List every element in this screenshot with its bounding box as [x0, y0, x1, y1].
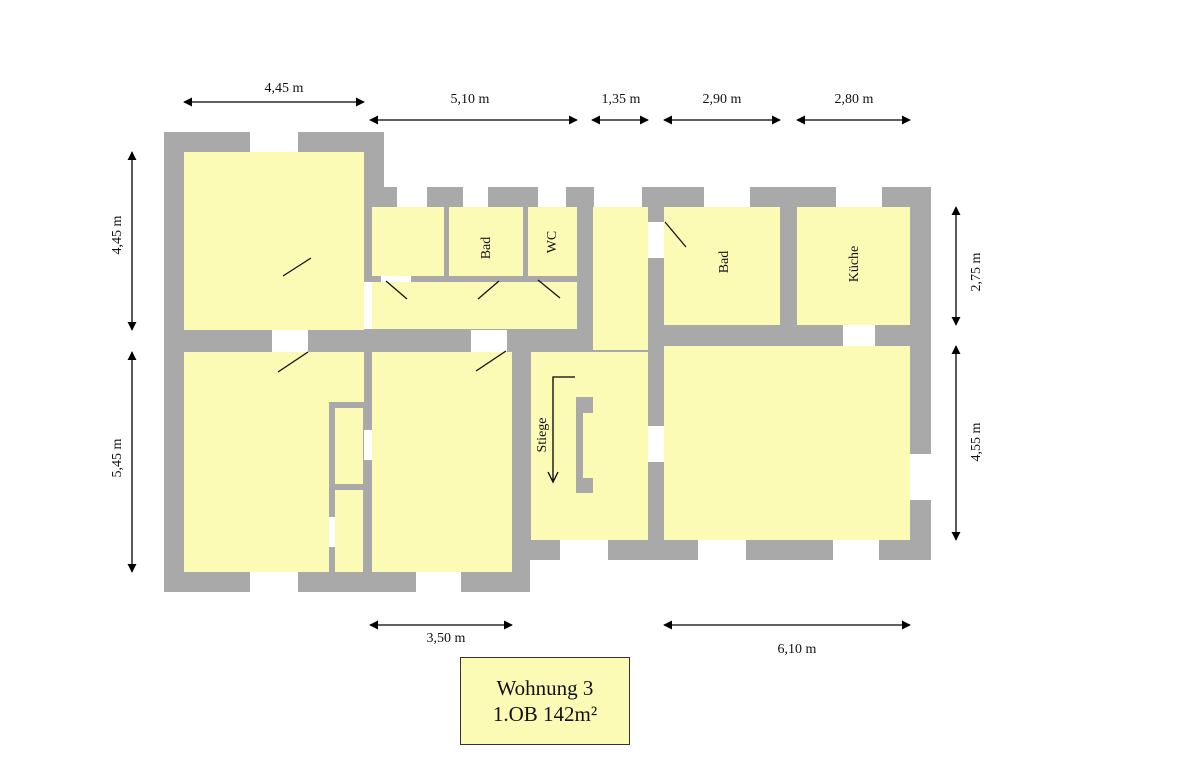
- door-opening-1: [272, 330, 308, 352]
- door-opening-4: [381, 276, 411, 282]
- apartment-info-box: Wohnung 3 1.OB 142m²: [460, 657, 630, 745]
- hall-left: [274, 282, 364, 329]
- hall-center: [372, 282, 577, 329]
- door-swing-3: [475, 350, 507, 372]
- stair-wall-inner: [583, 413, 593, 478]
- apartment-floor-area: 1.OB 142m²: [492, 702, 598, 726]
- stair-arrow-line: [552, 376, 575, 480]
- stair-arrow-head: [547, 471, 559, 484]
- dim-top-3: 1,35 m: [602, 92, 641, 107]
- room-living: [664, 346, 910, 540]
- window-top-2: [397, 187, 427, 207]
- door-opening-7: [843, 325, 875, 346]
- window-top-5: [594, 187, 642, 207]
- label-wc: WC: [545, 231, 560, 254]
- stair-arrow: [547, 376, 575, 484]
- room-bad-2: [664, 207, 780, 325]
- door-opening-6: [648, 426, 664, 462]
- storage-room: [372, 207, 444, 276]
- dim-left-1: 4,45 m: [110, 215, 125, 254]
- window-bottom-5: [833, 540, 879, 560]
- label-kueche: Küche: [847, 246, 862, 283]
- dim-top-4: 2,90 m: [703, 92, 742, 107]
- room-bottom-left-niche: [329, 352, 364, 402]
- dim-top-2: 5,10 m: [451, 92, 490, 107]
- door-swing-4: [385, 280, 408, 300]
- window-top-6: [704, 187, 750, 207]
- room-labels: Bad WC Bad Küche Stiege: [479, 231, 862, 453]
- dimension-lines: [127, 97, 961, 630]
- window-top-7: [836, 187, 882, 207]
- label-bad-1: Bad: [479, 237, 494, 260]
- door-swing-7: [664, 221, 687, 248]
- door-swing-5: [477, 280, 500, 300]
- room-bottom-left: [184, 352, 329, 572]
- room-bottom-center: [372, 352, 512, 572]
- label-bad-2: Bad: [717, 251, 732, 274]
- hall-right: [593, 207, 648, 350]
- dim-left-2: 5,45 m: [110, 438, 125, 477]
- dimension-labels: 4,45 m 5,10 m 1,35 m 2,90 m 2,80 m 4,45 …: [110, 81, 984, 657]
- dim-top-1: 4,45 m: [265, 81, 304, 96]
- window-top-3: [463, 187, 488, 207]
- closet-upper: [335, 408, 363, 484]
- door-opening-2: [471, 330, 507, 352]
- window-top-4: [538, 187, 566, 207]
- door-swings: [277, 221, 687, 373]
- openings: [250, 132, 931, 592]
- window-right-1: [910, 454, 931, 500]
- dim-bottom-2: 6,10 m: [778, 642, 817, 657]
- door-opening-5: [648, 222, 664, 258]
- door-swing-2: [277, 351, 309, 373]
- rooms: [184, 152, 910, 572]
- dim-right-2: 4,55 m: [969, 422, 984, 461]
- window-bottom-2: [416, 572, 461, 592]
- room-bad-1: [449, 207, 523, 276]
- window-top-1: [250, 132, 298, 152]
- closet-lower: [335, 490, 363, 572]
- window-bottom-4: [698, 540, 746, 560]
- door-opening-8: [364, 430, 372, 460]
- apartment-name: Wohnung 3: [496, 676, 594, 700]
- door-swing-6: [537, 279, 561, 299]
- dim-right-1: 2,75 m: [969, 252, 984, 291]
- door-opening-9: [329, 517, 335, 547]
- door-opening-3: [364, 282, 372, 329]
- label-stiege: Stiege: [535, 418, 550, 453]
- window-bottom-1: [250, 572, 298, 592]
- door-swing-1: [282, 257, 312, 277]
- dim-top-5: 2,80 m: [835, 92, 874, 107]
- dim-bottom-1: 3,50 m: [427, 631, 466, 646]
- window-bottom-3: [560, 540, 608, 560]
- room-wc: [528, 207, 577, 276]
- room-kueche: [797, 207, 910, 325]
